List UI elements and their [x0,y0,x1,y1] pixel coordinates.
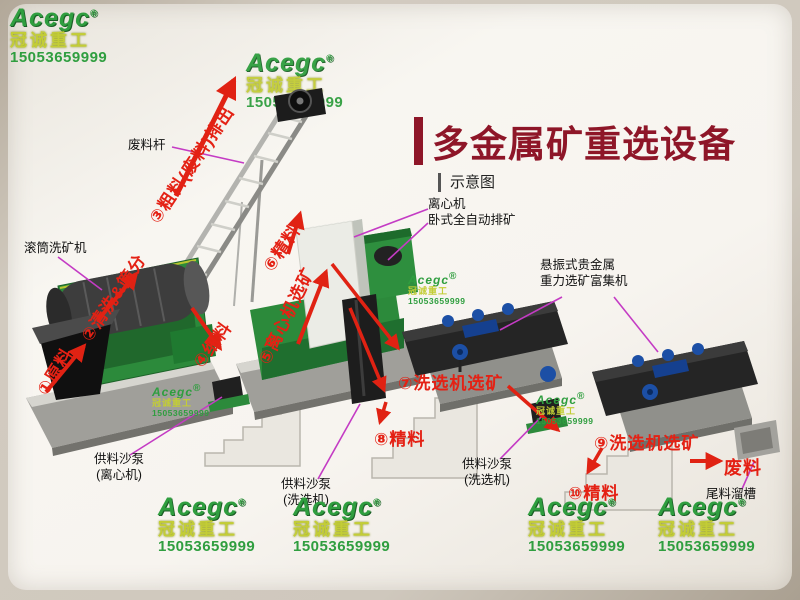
centrifuge-illustration [236,219,420,420]
flow-step-9: ⑨洗选机选矿 [594,434,700,453]
tail-chute-illustration [734,420,780,460]
label-shaking-table: 悬振式贵金属 重力选矿富集机 [540,257,628,290]
title-accent-bar [414,117,423,165]
watermark-brand: Acegc® [536,391,586,407]
flow-step-10: ⑩精料 [568,484,620,503]
watermark-company: 冠诚重工 [536,405,577,416]
registered-mark-icon: ® [90,8,99,20]
watermark-brand: Acegc® [152,383,202,399]
watermark-phone: 15053659999 [10,49,108,67]
label-shaking-table-line2: 重力选矿富集机 [540,274,628,289]
connector-lines [57,146,755,490]
watermark-company: 冠诚重工 [658,520,738,539]
label-drum-washer: 滚筒洗矿机 [24,241,87,255]
watermark-brand: Acegc® [246,49,335,77]
watermark: Acegc® 冠诚重工 15053659999 [152,383,210,418]
label-centrifuge: 离心机 卧式全自动排矿 [428,196,516,229]
feed-pump-centrifuge-illustration [208,376,250,412]
label-feed-pump-washer-2: 供料沙泵 (洗选机) [462,456,512,489]
registered-mark-icon: ® [193,383,202,394]
watermark-brand: Acegc® [408,271,458,287]
label-centrifuge-line2: 卧式全自动排矿 [428,213,516,228]
page-subtitle: 示意图 [438,173,495,192]
watermark: Acegc® 冠诚重工 15053659999 [536,391,594,426]
registered-mark-icon: ® [449,271,458,282]
watermark-brand: Acegc® [158,493,247,521]
label-tail-chute: 尾料溜槽 [706,487,757,501]
watermark-phone: 15053659999 [158,538,256,556]
watermark-brand: Acegc® [293,493,382,521]
label-centrifuge-line1: 离心机 [428,197,466,211]
flow-step-8: ⑧精料 [374,430,426,449]
label-feed-pump-washer2-line1: 供料沙泵 [462,457,513,471]
flow-step-waste: 废料 [724,458,762,478]
label-feed-pump-centrifuge-line2: (离心机) [96,468,142,483]
registered-mark-icon: ® [238,497,247,509]
label-feed-pump-washer-1: 供料沙泵 (洗选机) [281,476,331,509]
registered-mark-icon: ® [373,497,382,509]
watermark-brand: Acegc® [528,493,617,521]
label-feed-pump-centrifuge-line1: 供料沙泵 [94,452,145,466]
label-feed-pump-washer2-line2: (洗选机) [464,473,510,488]
flow-arrows [44,75,724,475]
watermark-phone: 15053659999 [152,407,210,418]
watermark: Acegc® 冠诚重工 15053659999 [408,271,466,306]
shaking-table-2-illustration [592,341,758,452]
label-waste-rod: 废料杆 [128,138,166,152]
watermark-company: 冠诚重工 [528,520,608,539]
watermark-company: 冠诚重工 [408,285,449,296]
label-feed-pump-centrifuge: 供料沙泵 (离心机) [94,451,144,484]
watermark-brand: Acegc® [658,493,747,521]
shaking-table-1-illustration [402,301,568,412]
registered-mark-icon: ® [738,497,747,509]
watermark-company: 冠诚重工 [10,31,90,50]
page-title: 多金属矿重选设备 [432,124,736,165]
watermark-phone: 15053659999 [408,295,466,306]
watermark-company: 冠诚重工 [152,397,193,408]
watermark: Acegc® 冠诚重工 15053659999 [528,494,625,556]
flow-step-7: ⑦洗选机选矿 [398,374,504,393]
watermark: Acegc® 冠诚重工 15053659999 [293,494,390,556]
registered-mark-icon: ® [608,497,617,509]
watermark: Acegc® 冠诚重工 15053659999 [658,494,755,556]
watermark-company: 冠诚重工 [293,520,373,539]
watermark-phone: 15053659999 [658,538,756,556]
watermark-brand: Acegc® [10,4,99,32]
watermark: Acegc® 冠诚重工 15053659999 [10,5,107,67]
registered-mark-icon: ® [577,391,586,402]
label-shaking-table-line1: 悬振式贵金属 [540,258,616,272]
watermark-company: 冠诚重工 [158,520,238,539]
watermark: Acegc® 冠诚重工 15053659999 [158,494,255,556]
label-feed-pump-washer1-line2: (洗选机) [283,493,329,508]
registered-mark-icon: ® [326,53,335,65]
watermark-phone: 15053659999 [293,538,391,556]
watermark-phone: 15053659999 [528,538,626,556]
label-feed-pump-washer1-line1: 供料沙泵 [281,477,332,491]
watermark-phone: 15053659999 [536,415,594,426]
